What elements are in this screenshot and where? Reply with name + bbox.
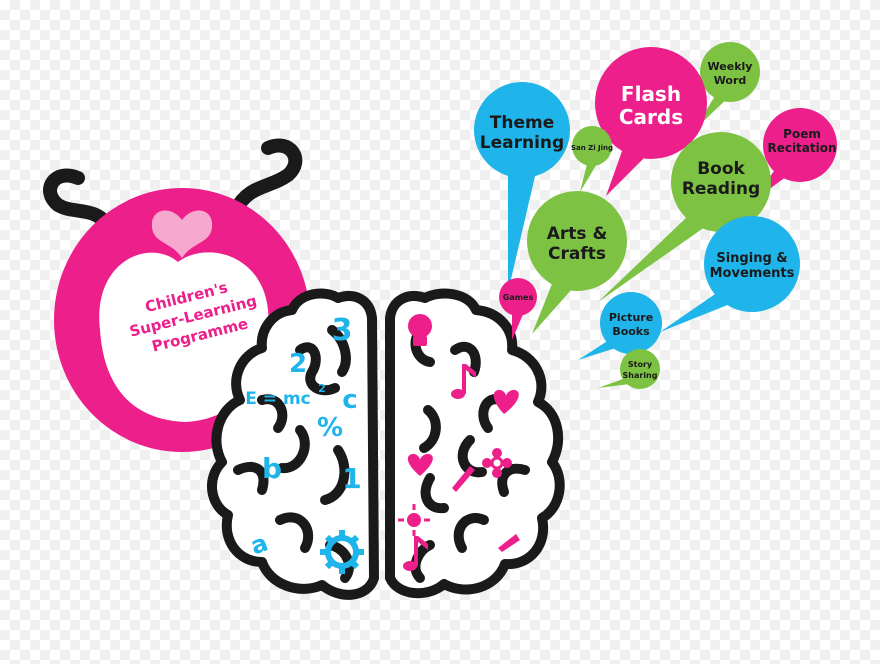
symbol-two: 2 bbox=[289, 349, 307, 379]
bubble-theme-learning-line1: Theme bbox=[490, 113, 554, 133]
logo-face bbox=[99, 252, 269, 422]
topic-bubbles: Weekly Word Flash Cards Theme Learning S… bbox=[474, 42, 837, 389]
symbol-exponent: 2 bbox=[318, 382, 326, 395]
heart-icon bbox=[493, 389, 519, 414]
pencil-icon bbox=[452, 466, 475, 492]
symbol-one: 1 bbox=[342, 462, 361, 495]
bubble-arts-crafts-line2: Crafts bbox=[548, 244, 606, 264]
bubble-flash-cards-line2: Cards bbox=[619, 105, 683, 129]
bubble-singing-movements-line2: Movements bbox=[710, 266, 795, 281]
symbol-three: 3 bbox=[332, 313, 353, 348]
paintbrush-icon bbox=[498, 534, 520, 552]
bubble-poem-recitation-line2: Recitation bbox=[767, 141, 836, 155]
bubble-san-zi-jing: San Zi Jing bbox=[571, 126, 613, 192]
music-note-icon bbox=[451, 364, 476, 399]
logo-character: Children's Super-Learning Programme bbox=[43, 138, 310, 452]
bubble-picture-books-line1: Picture bbox=[609, 311, 653, 324]
bubble-singing-movements: Singing & Movements bbox=[660, 216, 800, 332]
bubble-weekly-word: Weekly Word bbox=[694, 42, 760, 130]
bubble-story-sharing-line1: Story bbox=[628, 360, 653, 369]
brain-right-hemisphere bbox=[385, 288, 565, 599]
music-note-icon bbox=[403, 536, 428, 571]
brain-left-hemisphere bbox=[207, 288, 379, 600]
gear-icon bbox=[320, 530, 364, 574]
bubble-singing-movements-line1: Singing & bbox=[716, 251, 787, 266]
symbol-b: b bbox=[262, 452, 282, 485]
bubble-book-reading: Book Reading bbox=[598, 132, 771, 302]
heart-icon bbox=[151, 210, 213, 258]
bubble-poem-recitation-line1: Poem bbox=[783, 127, 821, 141]
bubble-book-reading-line1: Book bbox=[697, 159, 745, 179]
bubble-games-line1: Games bbox=[503, 293, 534, 302]
symbol-c: c bbox=[342, 385, 357, 415]
lightbulb-icon bbox=[408, 314, 432, 346]
bubble-weekly-word-line1: Weekly bbox=[708, 60, 753, 73]
brain bbox=[207, 288, 565, 600]
left-antenna bbox=[43, 168, 131, 253]
bubble-theme-learning: Theme Learning bbox=[474, 82, 570, 292]
bubble-theme-learning-line2: Learning bbox=[480, 133, 564, 153]
brain-left-symbols: 3 2 E = mc 2 c % b 1 a bbox=[245, 313, 364, 574]
bubble-weekly-word-line2: Word bbox=[714, 74, 747, 87]
bubble-book-reading-line2: Reading bbox=[682, 179, 760, 199]
bubble-arts-crafts-line1: Arts & bbox=[547, 224, 608, 244]
bubble-san-zi-jing-line1: San Zi Jing bbox=[571, 144, 613, 152]
heart-icon bbox=[407, 453, 433, 476]
bubble-picture-books: Picture Books bbox=[578, 292, 662, 360]
bubble-arts-crafts: Arts & Crafts bbox=[527, 191, 627, 334]
bubble-flash-cards: Flash Cards bbox=[595, 47, 707, 196]
right-antenna bbox=[221, 138, 303, 239]
bubble-story-sharing-line2: Sharing bbox=[623, 371, 658, 380]
bubble-games: Games bbox=[499, 278, 537, 340]
bubble-story-sharing: Story Sharing bbox=[598, 349, 660, 389]
bubble-flash-cards-line1: Flash bbox=[621, 82, 681, 106]
sun-icon bbox=[398, 504, 430, 536]
symbol-percent: % bbox=[317, 413, 343, 443]
bubble-picture-books-line2: Books bbox=[612, 325, 650, 338]
symbol-formula: E = mc bbox=[245, 389, 311, 409]
brain-right-icons bbox=[398, 314, 520, 571]
flower-icon bbox=[482, 448, 512, 478]
